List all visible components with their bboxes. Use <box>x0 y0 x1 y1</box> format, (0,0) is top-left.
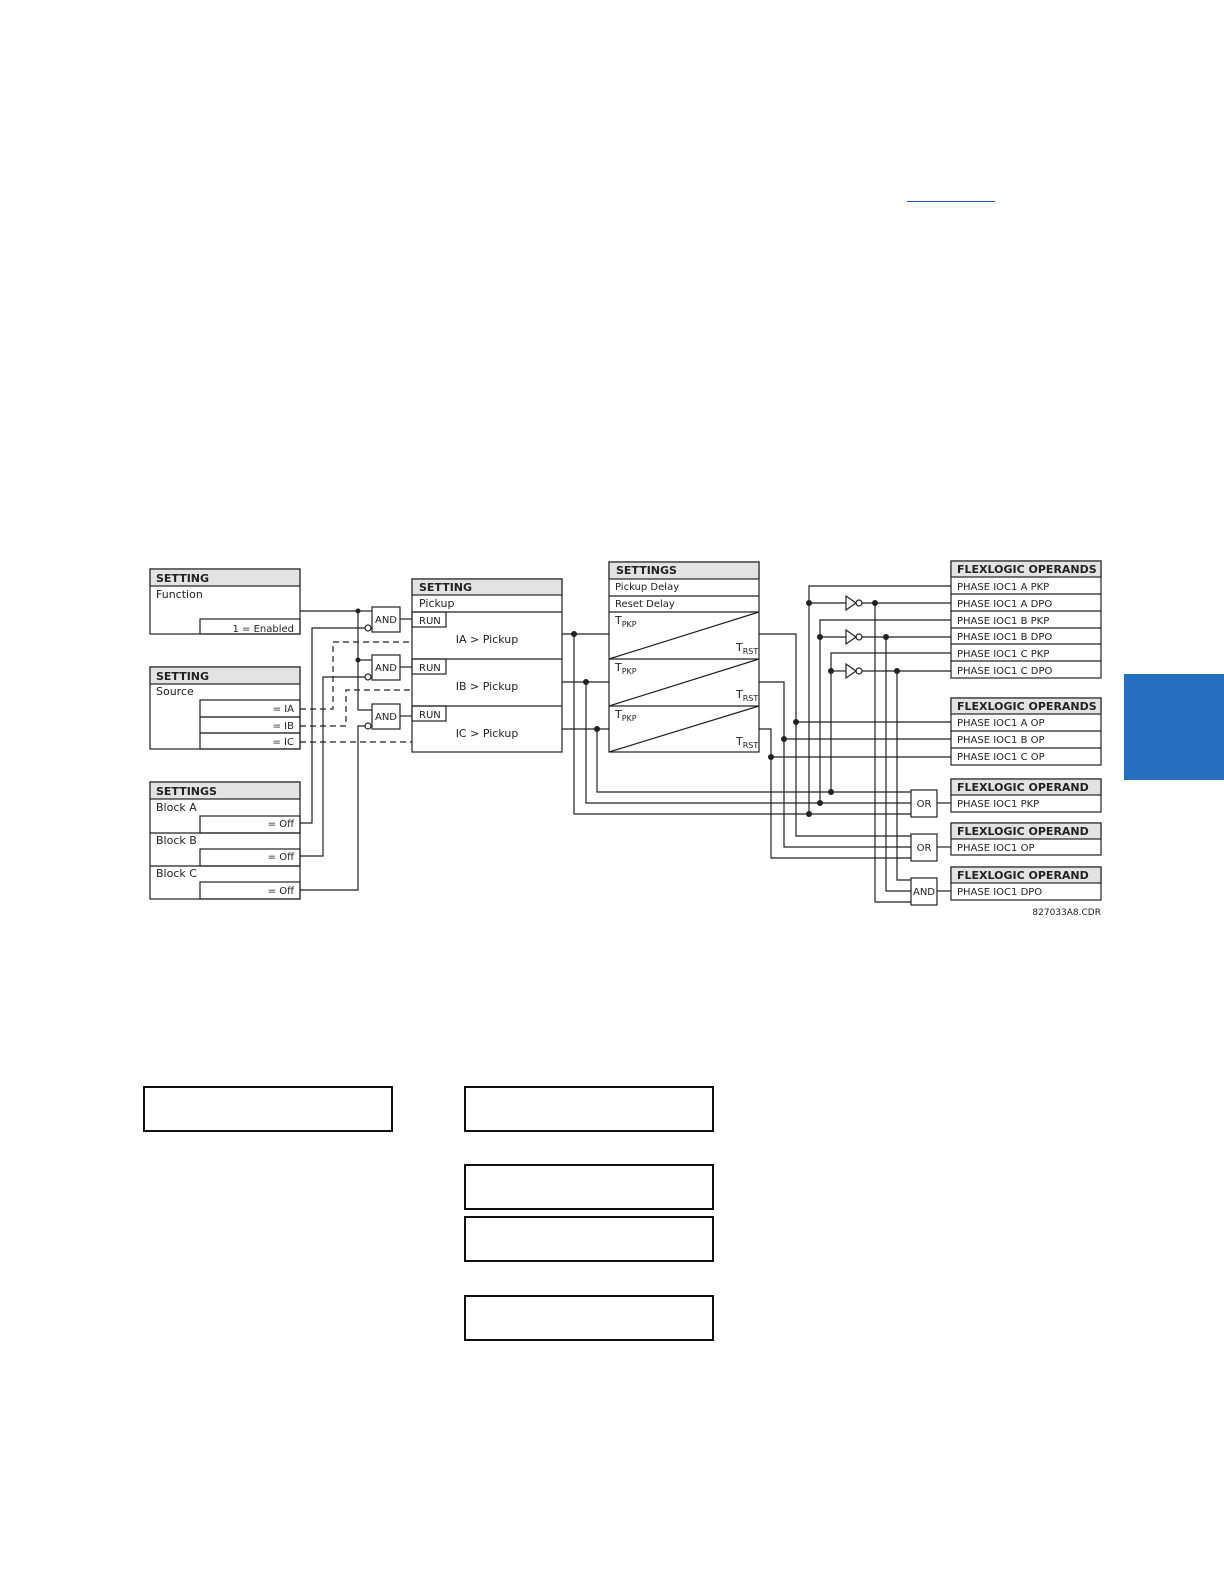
and-gate-b: AND <box>375 663 397 674</box>
svg-text:TRST: TRST <box>735 735 758 750</box>
block-a-label: Block A <box>156 801 197 814</box>
operand-op-header: FLEXLOGIC OPERAND <box>957 825 1089 838</box>
svg-text:TPKP: TPKP <box>614 661 637 676</box>
operand-dpo: PHASE IOC1 DPO <box>957 887 1042 898</box>
function-setting-label: Function <box>156 588 203 601</box>
menu-box-2[interactable] <box>464 1164 714 1210</box>
operand-a-pkp: PHASE IOC1 A PKP <box>957 582 1049 593</box>
run-label-a: RUN <box>419 616 441 627</box>
comparator-ib: IB > Pickup <box>456 680 518 693</box>
or-gate-op: OR <box>917 843 932 854</box>
block-b-label: Block B <box>156 834 197 847</box>
block-b-value: = Off <box>268 852 295 863</box>
block-c-value: = Off <box>268 886 295 897</box>
svg-text:TRST: TRST <box>735 688 758 703</box>
and-gate-a: AND <box>375 615 397 626</box>
source-value-ia: = IA <box>273 704 295 715</box>
operand-c-pkp: PHASE IOC1 C PKP <box>957 649 1049 660</box>
operand-dpo-header: FLEXLOGIC OPERAND <box>957 869 1089 882</box>
timer-b-labels: TPKP TRST <box>614 661 758 703</box>
svg-text:TPKP: TPKP <box>614 708 637 723</box>
run-label-b: RUN <box>419 663 441 674</box>
timer-c-labels: TPKP TRST <box>614 708 758 750</box>
menu-box-left[interactable] <box>143 1086 393 1132</box>
operand-b-dpo: PHASE IOC1 B DPO <box>957 632 1052 643</box>
operand-a-op: PHASE IOC1 A OP <box>957 718 1045 729</box>
menu-box-1[interactable] <box>464 1086 714 1132</box>
timer-settings-header: SETTINGS <box>616 564 677 577</box>
operand-c-op: PHASE IOC1 C OP <box>957 752 1045 763</box>
timer-a-labels: TPKP TRST <box>614 614 758 656</box>
menu-box-3[interactable] <box>464 1216 714 1262</box>
drawing-reference: 827033A8.CDR <box>1032 908 1101 918</box>
operand-a-dpo: PHASE IOC1 A DPO <box>957 599 1052 610</box>
run-label-c: RUN <box>419 710 441 721</box>
function-setting-value: 1 = Enabled <box>232 624 294 635</box>
comparator-ia: IA > Pickup <box>456 633 518 646</box>
operand-op: PHASE IOC1 OP <box>957 843 1034 854</box>
svg-text:TRST: TRST <box>735 641 758 656</box>
block-c-label: Block C <box>156 867 197 880</box>
operand-b-op: PHASE IOC1 B OP <box>957 735 1045 746</box>
hyperlink-underline[interactable] <box>907 201 995 202</box>
or-gate-pkp: OR <box>917 799 932 810</box>
source-setting-label: Source <box>156 685 194 698</box>
source-value-ib: = IB <box>273 721 295 732</box>
operand-pkp-header: FLEXLOGIC OPERAND <box>957 781 1089 794</box>
source-setting-header: SETTING <box>156 670 209 683</box>
block-settings-header: SETTINGS <box>156 785 217 798</box>
operands-group-2-header: FLEXLOGIC OPERANDS <box>957 700 1097 713</box>
and-gate-dpo: AND <box>913 887 935 898</box>
operand-pkp: PHASE IOC1 PKP <box>957 799 1039 810</box>
pickup-setting-label: Pickup <box>419 597 454 610</box>
block-a-value: = Off <box>268 819 295 830</box>
pickup-delay-label: Pickup Delay <box>615 582 679 593</box>
function-setting-header: SETTING <box>156 572 209 585</box>
source-value-ic: = IC <box>273 737 295 748</box>
operand-b-pkp: PHASE IOC1 B PKP <box>957 616 1049 627</box>
comparator-ic: IC > Pickup <box>456 727 519 740</box>
pickup-setting-header: SETTING <box>419 581 472 594</box>
chapter-tab[interactable] <box>1124 674 1224 780</box>
menu-box-4[interactable] <box>464 1295 714 1341</box>
reset-delay-label: Reset Delay <box>615 599 675 610</box>
operands-group-1-header: FLEXLOGIC OPERANDS <box>957 563 1097 576</box>
and-gate-c: AND <box>375 712 397 723</box>
svg-text:TPKP: TPKP <box>614 614 637 629</box>
operand-c-dpo: PHASE IOC1 C DPO <box>957 666 1052 677</box>
